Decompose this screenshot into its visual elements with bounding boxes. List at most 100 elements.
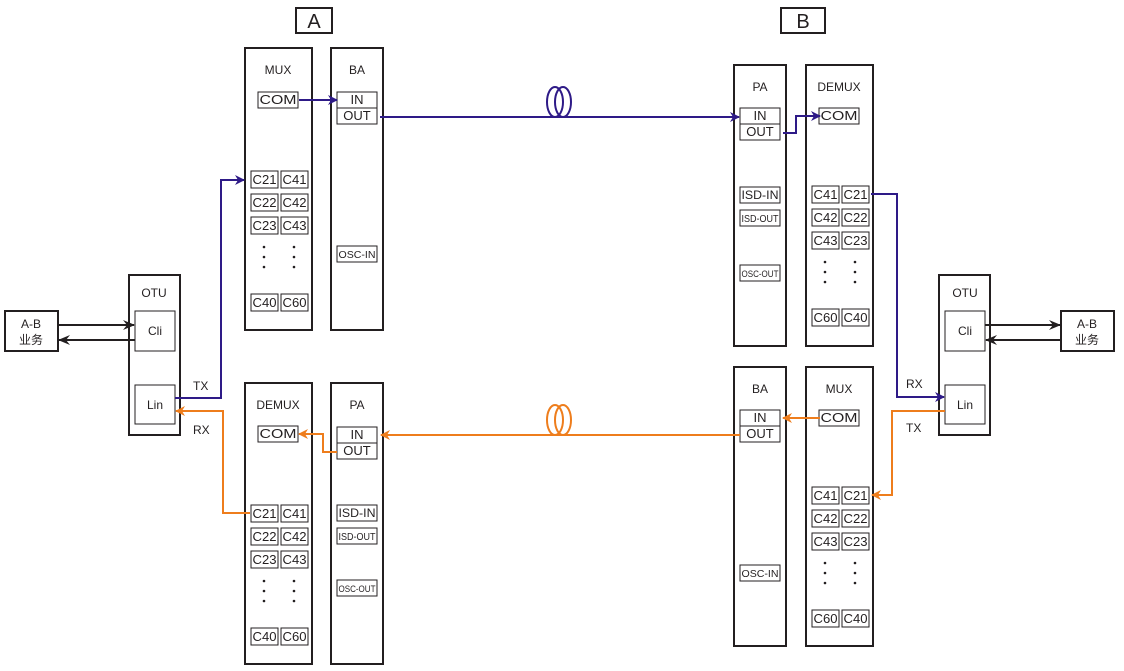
a_mux-ch-c41-label: C41 [283,172,307,187]
b_demux-ch-c22-label: C22 [844,210,868,225]
a_mux-ch-c22-label: C22 [253,195,277,210]
a_ba-title: BA [349,63,365,77]
b_mux-ch-c40-label: C40 [844,611,868,626]
a_pa-isd-out-port: ISD-OUT [336,527,378,545]
path-otu-to-mux-c21 [871,410,945,500]
b_demux-ch-c21: C21 [841,185,870,204]
ellipsis-dot [292,245,296,249]
otu-right-cli-port: Cli [958,324,972,338]
a_mux-ch-c43: C43 [280,216,309,235]
ellipsis-dot [262,265,266,269]
ellipsis-dot [853,270,857,274]
fiber-spool-icon [546,86,572,118]
a_demux-ch-c43: C43 [280,550,309,569]
b_demux-ch-c42-label: C42 [814,210,838,225]
otu-left-cli-port: Cli [148,324,162,338]
a_mux-ch-c21-label: C21 [253,172,277,187]
b_ba-out-port: OUT [739,425,781,443]
b_demux-ch-c41: C41 [811,185,840,204]
a_demux-ch-c40: C40 [250,627,279,646]
a_demux-ch-c60-label: C60 [283,629,307,644]
b_mux-com-port-label: COM [821,410,858,425]
b_mux-ch-c41: C41 [811,486,840,505]
b_demux-ch-c21-label: C21 [844,187,868,202]
b_mux-ch-c23: C23 [841,532,870,551]
a_demux-ch-c22-label: C22 [253,529,277,544]
service-right-line2: 业务 [1075,332,1099,347]
site-b-label: B [780,7,826,34]
ellipsis-dot [262,579,266,583]
b_mux-ch-c22: C22 [841,509,870,528]
b_mux-ch-c42-label: C42 [814,511,838,526]
ellipsis-dot [823,561,827,565]
a_demux-ch-c21: C21 [250,504,279,523]
b_demux-ch-c40-label: C40 [844,310,868,325]
ellipsis-dot [823,571,827,575]
otu-right: OTU Cli Lin [938,274,991,436]
b_mux-ch-c23-label: C23 [844,534,868,549]
ellipsis-dot [853,561,857,565]
ellipsis-dot [262,589,266,593]
b_mux-ch-c42: C42 [811,509,840,528]
b_mux-ch-c40: C40 [841,609,870,628]
otu-left: OTU Cli Lin [128,274,181,436]
a_demux-title: DEMUX [256,398,299,412]
service-right-line1: A-B [1077,317,1097,331]
b_mux-ch-c21-label: C21 [844,488,868,503]
ellipsis-dot [292,579,296,583]
a_ba-in-port: IN [336,91,378,109]
a_mux-ch-c42: C42 [280,193,309,212]
a_demux-com-port: COM [257,425,299,443]
a_pa-isd-in-port: ISD-IN [336,504,378,522]
service-box-left: A-B 业务 [4,310,59,352]
rx-label-left: RX [193,423,210,437]
a_mux-ch-c60: C60 [280,293,309,312]
b_ba-osc-port-label: OSC-IN [742,569,779,580]
site-a-text: A [307,11,321,33]
b_demux-ch-c41-label: C41 [814,187,838,202]
b_pa-isd-out-port-label: ISD-OUT [742,214,779,225]
b_mux-ch-c60-label: C60 [814,611,838,626]
b_mux-ch-c21: C21 [841,486,870,505]
a_mux-ch-c42-label: C42 [283,195,307,210]
a_mux-com-port: COM [257,91,299,109]
a_pa-osc-port-label: OSC-OUT [339,584,376,594]
service-left-line1: A-B [21,317,41,331]
a_mux-ch-c21: C21 [250,170,279,189]
path-pa-out-to-demux-com [298,429,337,453]
b_ba-out-port-label: OUT [746,426,774,441]
a_mux-ch-c60-label: C60 [283,295,307,310]
path-demux-c21-to-otu [871,193,945,402]
a_pa-isd-out-port-label: ISD-OUT [339,532,376,543]
b_pa-out-port-label: OUT [746,124,774,139]
b_mux-ch-c22-label: C22 [844,511,868,526]
b_pa-title: PA [752,80,767,94]
ellipsis-dot [853,581,857,585]
otu-right-title: OTU [952,286,977,300]
ellipsis-dot [823,260,827,264]
b_pa-isd-in-port: ISD-IN [739,186,781,204]
b_demux-ch-c43: C43 [811,231,840,250]
a_demux-ch-c21-label: C21 [253,506,277,521]
a_ba-in-port-label: IN [351,92,364,107]
b_mux-ch-c60: C60 [811,609,840,628]
a_mux-ch-c40: C40 [250,293,279,312]
tx-path-a-to-b [175,86,945,402]
b_pa-isd-out-port: ISD-OUT [739,209,781,227]
a_demux-ch-c41-label: C41 [283,506,307,521]
a_demux-ch-c22: C22 [250,527,279,546]
a_mux-ch-c43-label: C43 [283,218,307,233]
ellipsis-dot [262,599,266,603]
a_demux-ch-c43-label: C43 [283,552,307,567]
b_pa-in-port: IN [739,107,781,125]
a_demux-ch-c40-label: C40 [253,629,277,644]
a_pa-in-port-label: IN [351,427,364,442]
b_ba-osc-port: OSC-IN [739,564,781,582]
b_ba-in-port: IN [739,409,781,427]
a_mux-com-port-label: COM [260,92,297,107]
